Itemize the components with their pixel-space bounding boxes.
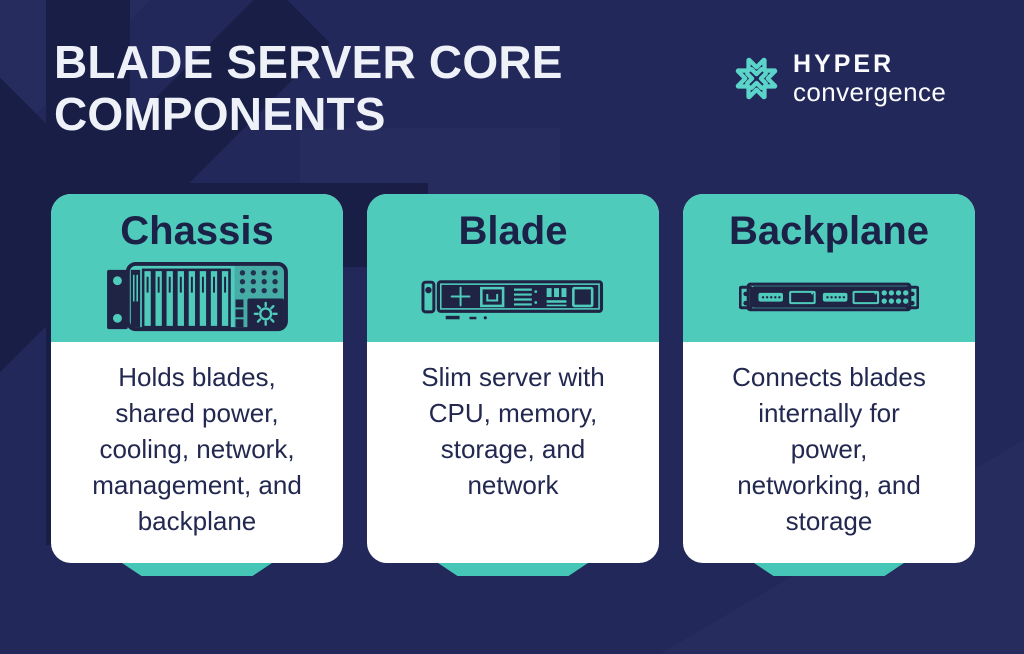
card-box: Chassis [51,194,343,563]
card-bottom-tab [438,563,588,576]
component-cards: Chassis [51,194,975,576]
card-icon-wrap [420,275,606,323]
card-bottom-tab [754,563,904,576]
card-box: Backplane [683,194,975,563]
card-description: Connects blades internally for power, ne… [732,362,926,536]
card-header: Backplane [683,194,975,342]
server-blade-icon [421,280,604,320]
brand-wordmark: HYPER convergence [793,50,947,107]
server-backplane-icon [739,282,919,312]
component-card-blade: Blade [367,194,659,576]
page-title-line-1: BLADE SERVER CORE [54,36,563,88]
starburst-icon [735,57,778,100]
page-title-line-2: COMPONENTS [54,88,386,141]
brand-logo: HYPER convergence [733,50,947,107]
card-title: Backplane [728,209,930,253]
component-card-backplane: Backplane [683,194,975,576]
card-description: Slim server with CPU, memory, storage, a… [421,362,605,500]
page-title: BLADE SERVER CORE COMPONENTS [54,36,563,141]
server-chassis-icon [107,261,288,332]
card-title: Blade [458,209,568,253]
brand-name: HYPER [793,50,895,78]
component-card-chassis: Chassis [51,194,343,576]
card-description: Holds blades, shared power, cooling, net… [92,362,302,536]
card-bottom-tab [122,563,272,576]
card-box: Blade [367,194,659,563]
card-icon-wrap [739,279,919,316]
card-header: Blade [367,194,659,342]
card-header: Chassis [51,194,343,342]
card-title: Chassis [120,209,274,253]
card-icon-wrap [104,258,290,342]
brand-subname: convergence [793,76,947,107]
